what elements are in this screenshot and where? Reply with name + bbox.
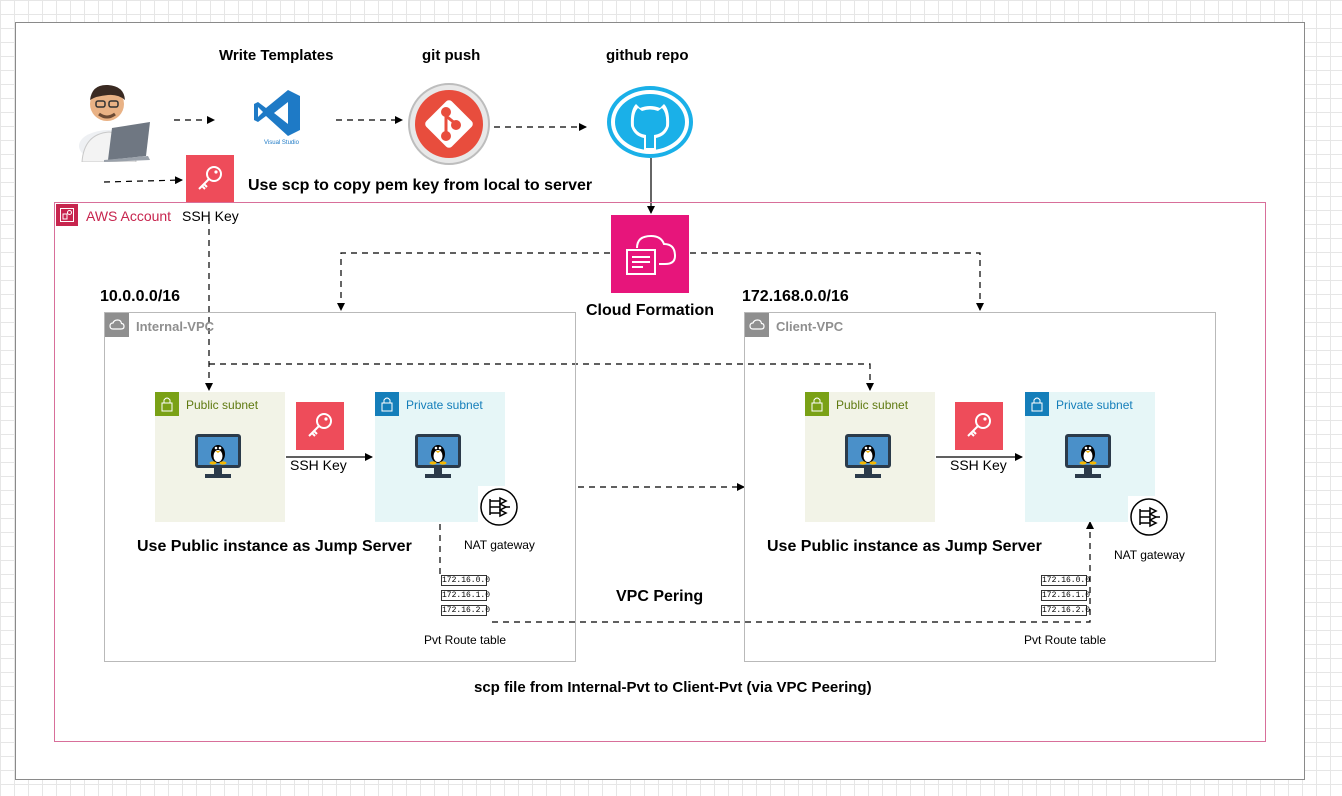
arrow-key-to-client-public: [209, 363, 874, 391]
internal-ssh-key-label: SSH Key: [290, 457, 347, 473]
arrow-dev-to-key: [103, 176, 183, 185]
client-public-subnet-label: Public subnet: [836, 398, 909, 412]
linux-instance-icon: [415, 434, 461, 478]
route-entry: 172.16.1.0: [1041, 590, 1091, 601]
ssh-key-icon: [955, 402, 1003, 450]
vpc-cloud-icon: [745, 313, 769, 337]
scp-peering-note: scp file from Internal-Pvt to Client-Pvt…: [474, 679, 872, 696]
vs-caption: Visual Studio: [264, 140, 299, 146]
client-vpc-cidr: 172.168.0.0/16: [742, 288, 849, 305]
lock-icon: [155, 392, 179, 416]
ssh-key-label: SSH Key: [182, 208, 239, 224]
internal-route-table: 172.16.0.0 172.16.1.0 172.16.2.0: [441, 575, 491, 620]
github-repo-label: github repo: [606, 47, 689, 64]
lock-icon: [1025, 392, 1049, 416]
internal-vpc-cidr: 10.0.0.0/16: [100, 288, 181, 305]
client-route-table-label: Pvt Route table: [1024, 633, 1107, 647]
arrow-peering: [492, 521, 1094, 623]
internal-nat-label: NAT gateway: [464, 538, 535, 552]
nat-gateway-icon: [1128, 496, 1170, 538]
route-entry: 172.16.2.0: [1041, 605, 1091, 616]
github-icon: [607, 86, 693, 158]
internal-route-table-label: Pvt Route table: [424, 633, 507, 647]
internal-private-subnet-label: Private subnet: [406, 398, 483, 412]
ssh-key-icon: [296, 402, 344, 450]
route-entry: 172.16.1.0: [441, 590, 491, 601]
client-ssh-key-label: SSH Key: [950, 457, 1007, 473]
arrow-cf-to-client: [690, 252, 984, 311]
client-jump-note: Use Public instance as Jump Server: [767, 538, 1042, 555]
linux-instance-icon: [1065, 434, 1111, 478]
git-push-label: git push: [422, 47, 481, 64]
aws-account-group: [54, 202, 1266, 742]
nat-gateway-icon: [478, 486, 520, 528]
route-entry: 172.16.0.0: [441, 575, 491, 586]
vpc-peering-label: VPC Pering: [616, 588, 704, 605]
client-vpc-group: [744, 312, 1216, 662]
internal-vpc-title: Internal-VPC: [136, 319, 215, 334]
internal-public-subnet-label: Public subnet: [186, 398, 259, 412]
vpc-cloud-icon: [105, 313, 129, 337]
linux-instance-icon: [845, 434, 891, 478]
write-templates-label: Write Templates: [219, 47, 334, 64]
internal-jump-note: Use Public instance as Jump Server: [137, 538, 412, 555]
client-route-table: 172.16.0.0 172.16.1.0 172.16.2.0: [1041, 575, 1091, 620]
git-icon: [408, 83, 490, 165]
route-entry: 172.16.0.0: [1041, 575, 1091, 586]
aws-account-icon: [56, 204, 78, 226]
developer-icon: [79, 84, 150, 162]
arrow-cf-to-internal: [337, 252, 610, 311]
route-entry: 172.16.2.0: [441, 605, 491, 616]
client-vpc-title: Client-VPC: [776, 319, 844, 334]
cloudformation-label: Cloud Formation: [586, 302, 714, 319]
lock-icon: [375, 392, 399, 416]
client-nat-label: NAT gateway: [1114, 548, 1185, 562]
visual-studio-icon: [254, 90, 300, 136]
cloudformation-icon: [611, 215, 689, 293]
internal-vpc-group: [104, 312, 576, 662]
ssh-key-icon: [186, 155, 234, 203]
client-private-subnet-label: Private subnet: [1056, 398, 1133, 412]
scp-pem-note: Use scp to copy pem key from local to se…: [248, 177, 593, 194]
linux-instance-icon: [195, 434, 241, 478]
lock-icon: [805, 392, 829, 416]
aws-account-label: AWS Account: [86, 208, 172, 224]
